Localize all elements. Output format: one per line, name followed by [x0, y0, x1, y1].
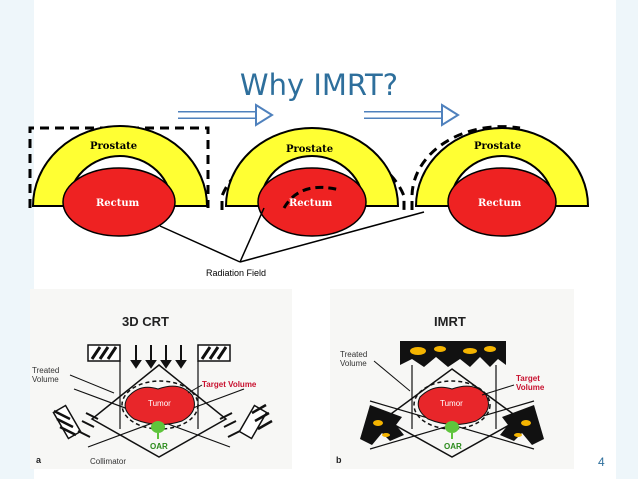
- figure-imrt: IMRT Tumor OAR: [330, 289, 574, 469]
- stage-label-igrt: IGRT: [478, 113, 512, 129]
- callout-line-1: [159, 225, 241, 263]
- prostate-arc-stage-3: [414, 127, 590, 207]
- mlc-top: [400, 341, 506, 367]
- target-volume-label-b-line1: Target: [516, 374, 540, 383]
- target-volume-label-b-line2: Volume: [516, 383, 545, 392]
- panel-letter-b: b: [336, 455, 342, 465]
- prostate-arc-stage-1: [31, 125, 209, 207]
- rectum-label-stage-1: Rectum: [96, 198, 140, 209]
- figure-b-title: IMRT: [434, 314, 466, 329]
- oar-b: [445, 421, 459, 433]
- radiation-field-rectum-sparing: [282, 185, 341, 209]
- figure-a-title: 3D CRT: [122, 314, 169, 329]
- arrow-imrt-to-igrt: [364, 103, 460, 127]
- treated-volume-label-a-line1: Treated: [32, 366, 59, 375]
- rectum-stage-1: [62, 167, 176, 237]
- slide-right-band: [616, 0, 638, 479]
- tumor-shape-b: [417, 385, 489, 425]
- figure-3d-crt: 3D CRT Tumor: [30, 289, 292, 469]
- mlc-right: [500, 405, 544, 445]
- rectum-stage-3: [447, 167, 557, 237]
- callout-radiation-field: Radiation Field: [206, 268, 266, 278]
- rectum-label-stage-3: Rectum: [478, 198, 522, 209]
- collimator-label: Collimator: [90, 457, 126, 466]
- beam-arrows-top: [130, 345, 187, 369]
- oar-label-a: OAR: [150, 442, 168, 451]
- tumor-label-b: Tumor: [440, 399, 463, 408]
- stage-label-imrt: IMRT: [293, 113, 327, 129]
- tumor-shape-a: [124, 385, 195, 425]
- oar-label-b: OAR: [444, 442, 462, 451]
- arrow-pre-to-imrt: [178, 103, 274, 127]
- treated-volume-label-a-line2: Volume: [32, 375, 59, 384]
- mlc-left: [360, 405, 404, 445]
- beam-arrows-sides: [77, 412, 241, 438]
- callout-line-2: [239, 207, 265, 263]
- tumor-label-a: Tumor: [148, 399, 171, 408]
- panel-letter-a: a: [36, 455, 42, 465]
- prostate-label-stage-1: Prostate: [90, 141, 137, 152]
- rectum-stage-2: [257, 167, 367, 237]
- prostate-arc-stage-2: [224, 127, 400, 207]
- oar-a: [151, 421, 165, 433]
- callout-line-3: [239, 211, 425, 263]
- page-number: 4: [598, 455, 605, 469]
- radiation-field-stage-3: [410, 125, 521, 210]
- prostate-label-stage-2: Prostate: [286, 144, 333, 155]
- rectum-label-stage-2: Rectum: [289, 198, 333, 209]
- figure-imrt-drawing: IMRT Tumor OAR: [330, 289, 574, 469]
- stage-label-pre: Pre: [88, 105, 110, 121]
- treated-volume-label-b-line1: Treated: [340, 350, 367, 359]
- target-volume-label-a: Target Volume: [202, 380, 257, 389]
- prostate-label-stage-3: Prostate: [474, 141, 521, 152]
- treated-volume-label-b-line2: Volume: [340, 359, 367, 368]
- figure-3d-crt-drawing: 3D CRT Tumor: [30, 289, 292, 469]
- slide-left-band: [0, 0, 34, 479]
- slide-title: Why IMRT?: [239, 68, 399, 102]
